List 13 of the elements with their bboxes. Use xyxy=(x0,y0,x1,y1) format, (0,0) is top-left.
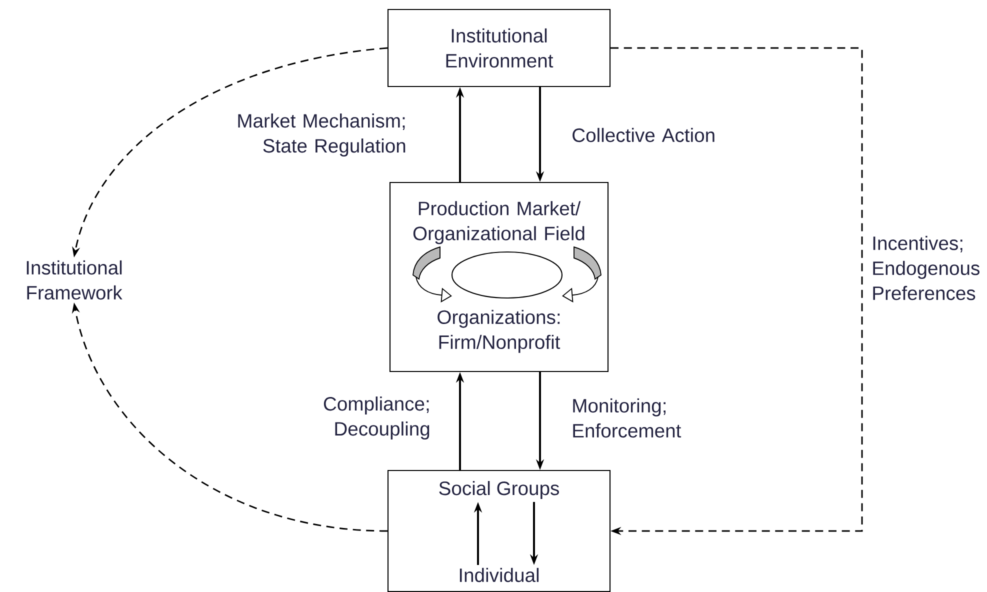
process-box: Production Market/ Organizational Field Organizations: Firm/Nonprofit xyxy=(389,182,609,372)
node-label: Individual xyxy=(460,568,539,582)
edge-label: Compliance; Decoupling xyxy=(324,396,430,440)
process-box: Institutional Environment xyxy=(387,8,611,88)
node-label: Social Groups xyxy=(439,481,559,500)
node-label: Institutional Framework xyxy=(26,260,122,300)
ellipse-shape xyxy=(451,251,563,299)
edge-label: Incentives; Endogenous Preferences xyxy=(873,236,980,300)
enclosing-box xyxy=(387,470,611,592)
edge-label: Monitoring; Enforcement xyxy=(573,398,682,438)
edge-label: Market Mechanism; State Regulation xyxy=(238,114,406,157)
edge-label: Collective Action xyxy=(572,128,714,142)
dashed-arrow xyxy=(610,47,863,536)
